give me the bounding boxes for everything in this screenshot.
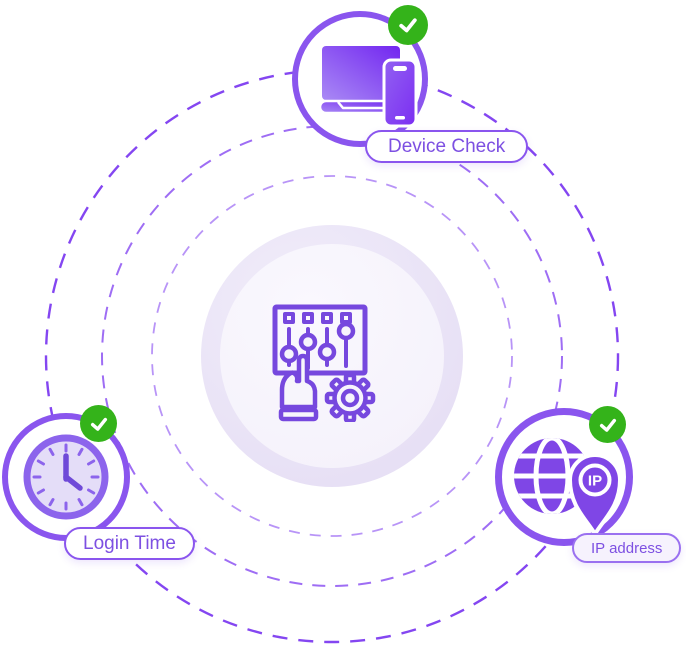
phone-shape — [382, 58, 418, 128]
checkmark-icon — [399, 18, 417, 33]
laptop-screen-shape — [322, 46, 400, 100]
checkmark-icon — [90, 417, 107, 431]
control-panel-hand-gear-icon — [272, 304, 376, 422]
ip-address-verified-badge — [589, 406, 626, 443]
device-check-label[interactable]: Device Check — [365, 130, 529, 163]
clock-hands-shape — [63, 453, 83, 491]
login-time-verified-badge — [80, 405, 117, 442]
login-time-label[interactable]: Login Time — [64, 527, 195, 560]
ip-pin-text: IP — [588, 473, 602, 490]
device-check-verified-badge — [388, 5, 428, 45]
gear-icon — [324, 372, 376, 422]
laptop-phone-icon — [320, 46, 418, 128]
orbit-ring-outer — [44, 68, 620, 644]
clock-icon — [23, 434, 109, 520]
checkmark-icon — [599, 418, 616, 432]
globe-location-pin-icon: IP — [514, 438, 623, 538]
ip-address-label[interactable]: IP address — [572, 533, 682, 563]
orbit-ring-inner — [151, 175, 513, 537]
hand-cuff-shape — [278, 407, 319, 422]
pointing-hand-shape — [279, 353, 318, 410]
